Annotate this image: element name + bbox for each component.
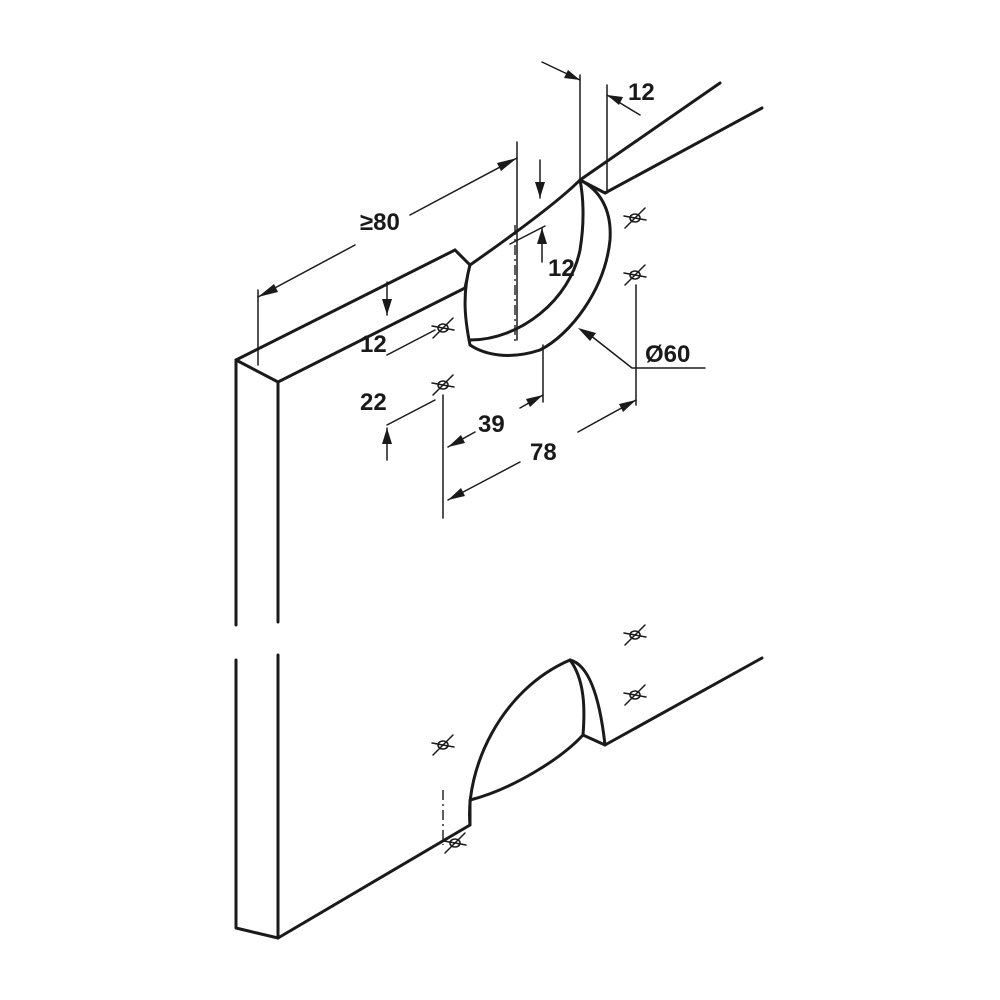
screw-hole-upper-right-1 — [623, 207, 647, 229]
dim-cup-depth-right: 12 — [628, 79, 655, 106]
panel-top-edge-back-left — [276, 286, 467, 384]
panel-front-face-top — [234, 358, 280, 384]
upper-cup-inner-arc — [468, 178, 585, 342]
dim-cup-diameter: Ø60 — [645, 341, 690, 368]
dimension-labels: ≥80 12 12 12 22 39 78 Ø60 — [360, 79, 690, 466]
panel — [234, 81, 764, 940]
upper-cup-recess — [463, 178, 612, 357]
upper-cup-rim — [578, 178, 607, 195]
lower-cup-inner-arc — [568, 658, 586, 737]
panel-front-edge — [234, 358, 280, 940]
panel-top-edge-right — [578, 81, 722, 182]
screw-holes — [431, 207, 647, 854]
panel-top-edge-front — [234, 248, 457, 362]
lower-cup-outer — [468, 658, 607, 827]
panel-bottom-edge-left — [276, 823, 472, 940]
screw-hole-lower-left-1 — [431, 734, 455, 756]
dim-min-width: ≥80 — [360, 209, 400, 236]
dim-screw-spacing-vertical: 22 — [360, 389, 387, 416]
dim-top-edge-offset: 12 — [360, 331, 387, 358]
dimension-lines — [257, 61, 706, 519]
screw-hole-lower-left-2 — [443, 832, 467, 854]
panel-bottom-edge-right — [603, 656, 764, 747]
dim-cup-inner-depth: 12 — [548, 255, 575, 282]
screw-hole-lower-right-1 — [623, 624, 647, 646]
dim-screw-row-distance: 78 — [530, 439, 557, 466]
screw-hole-lower-right-2 — [623, 684, 647, 706]
upper-cup-outer — [463, 178, 612, 357]
screw-hole-upper-right-2 — [623, 264, 647, 286]
dim-cup-center-distance: 39 — [478, 411, 505, 438]
panel-face-edge-right — [603, 106, 764, 195]
screw-hole-upper-left-2 — [431, 374, 455, 396]
lower-cup-recess — [442, 658, 607, 845]
screw-hole-upper-left-1 — [431, 317, 455, 339]
